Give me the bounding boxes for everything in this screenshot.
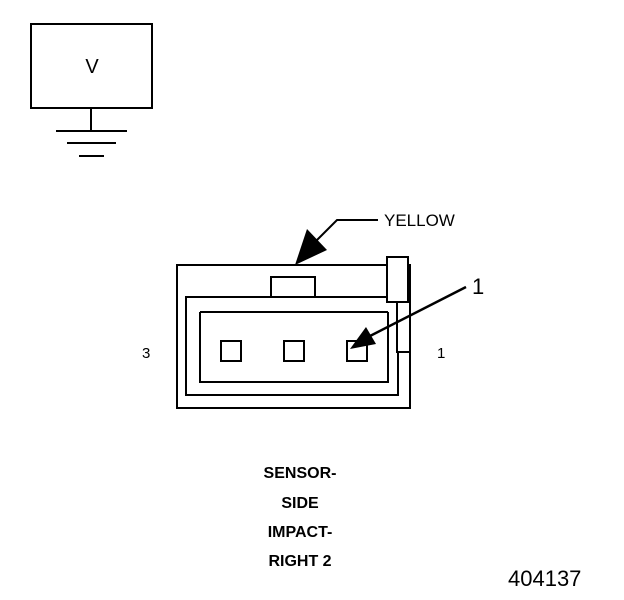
pin-left-label: 3 [142, 345, 151, 362]
voltmeter-label: V [85, 56, 99, 78]
wire-color-leader [316, 219, 378, 241]
connector-name-line-3: IMPACT- [267, 524, 333, 541]
figure-id: 404137 [508, 566, 582, 591]
callout-leader [369, 285, 467, 338]
connector-name-line-2: SIDE [281, 495, 319, 512]
pin-right-label: 1 [437, 345, 446, 362]
connector-name-line-1: SENSOR- [263, 465, 337, 482]
callout-number: 1 [472, 274, 485, 299]
connector-body [176, 256, 411, 409]
callout-arrowhead-icon [350, 327, 376, 349]
wire-color-label: YELLOW [384, 211, 455, 230]
wire-color-arrowhead-icon [295, 229, 327, 265]
ground-symbol-icon [56, 130, 127, 157]
connector-name-line-4: RIGHT 2 [268, 553, 332, 570]
pin-cavity-2 [283, 340, 305, 362]
pin-cavity-3 [220, 340, 242, 362]
